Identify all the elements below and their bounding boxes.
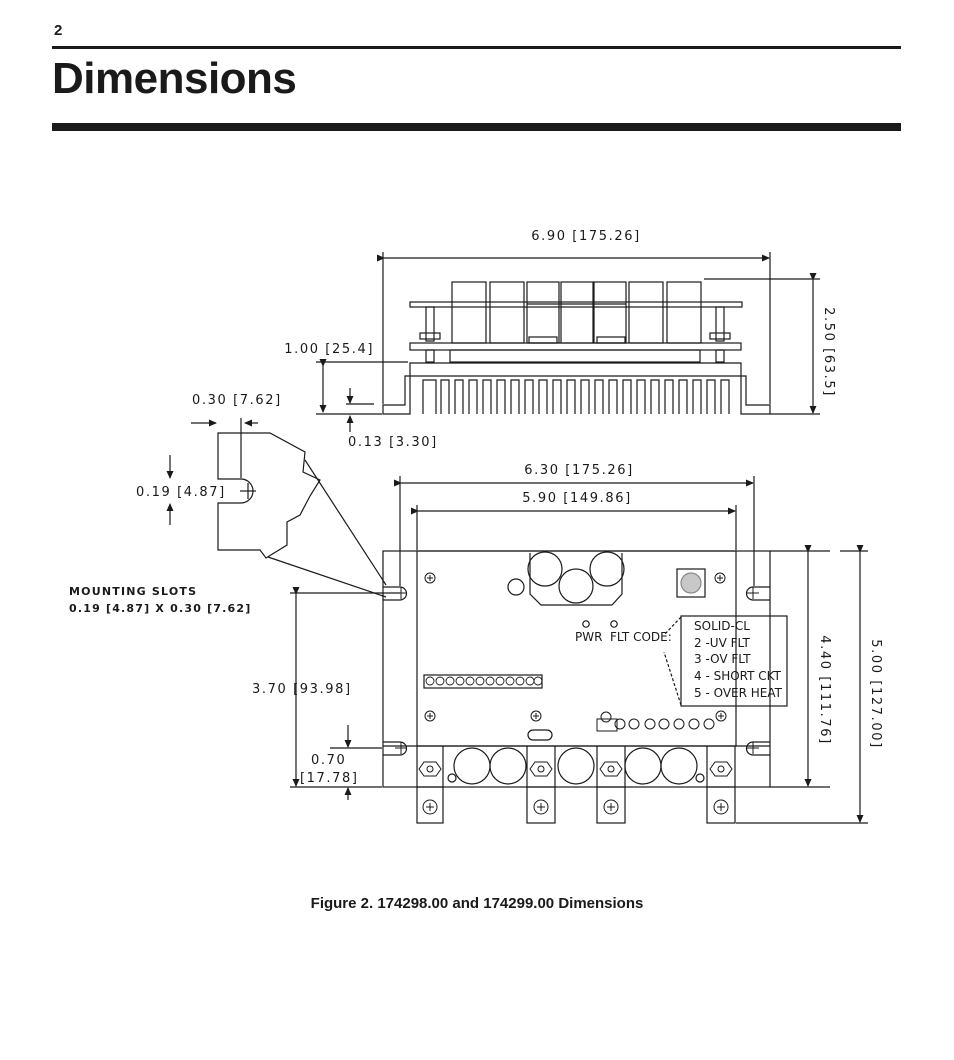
- slot-detail: [166, 418, 387, 598]
- dim-total-height: 5.00 [127.00]: [868, 639, 883, 749]
- fault-code-line: 3 -OV FLT: [694, 652, 751, 666]
- page-title: Dimensions: [52, 54, 297, 103]
- mounting-slot: [745, 741, 770, 756]
- dim-base-thickness: 0.13 [3.30]: [348, 435, 438, 450]
- dim-slot-offset-bottom: [17.78]: [300, 771, 359, 786]
- heatsink-fin-slots: [422, 379, 730, 414]
- pwr-label: PWR: [575, 630, 602, 644]
- top-plate: [409, 301, 743, 308]
- dim-mount-vertical: 3.70 [93.98]: [252, 682, 352, 697]
- fault-code-line: 4 - SHORT CKT: [694, 669, 782, 683]
- bus-bars: [416, 746, 736, 824]
- figure-caption: Figure 2. 174298.00 and 174299.00 Dimens…: [310, 895, 644, 912]
- mounting-slots-spec: 0.19 [4.87] X 0.30 [7.62]: [69, 602, 251, 615]
- dim-overall-width: 6.90 [175.26]: [531, 229, 641, 244]
- dim-board-width: 5.90 [149.86]: [522, 491, 632, 506]
- dim-slot-height: 0.19 [4.87]: [136, 485, 226, 500]
- mounting-slot: [745, 586, 770, 601]
- dim-mount-span: 6.30 [175.26]: [524, 463, 634, 478]
- fault-code-line: SOLID-CL: [694, 619, 750, 633]
- flt-code-label: FLT CODE:: [610, 630, 672, 644]
- dim-slot-offset-top: 0.70: [311, 753, 346, 768]
- dim-heatsink-height: 1.00 [25.4]: [284, 342, 374, 357]
- page-number: 2: [54, 22, 63, 39]
- mounting-slots-title: MOUNTING SLOTS: [69, 585, 197, 598]
- header-rule: [52, 46, 901, 49]
- dim-slot-width: 0.30 [7.62]: [192, 393, 282, 408]
- dim-overall-height: 2.50 [63.5]: [821, 307, 836, 397]
- fault-code-box: [680, 615, 788, 707]
- fault-code-line: 2 -UV FLT: [694, 636, 751, 650]
- side-board: [409, 342, 742, 351]
- side-view: [316, 252, 820, 432]
- fault-code-line: 5 - OVER HEAT: [694, 686, 783, 700]
- top-view: [290, 476, 868, 824]
- dim-plate-height: 4.40 [111.76]: [817, 635, 832, 745]
- heatsink-fins: [382, 362, 771, 415]
- title-rule: [52, 123, 901, 131]
